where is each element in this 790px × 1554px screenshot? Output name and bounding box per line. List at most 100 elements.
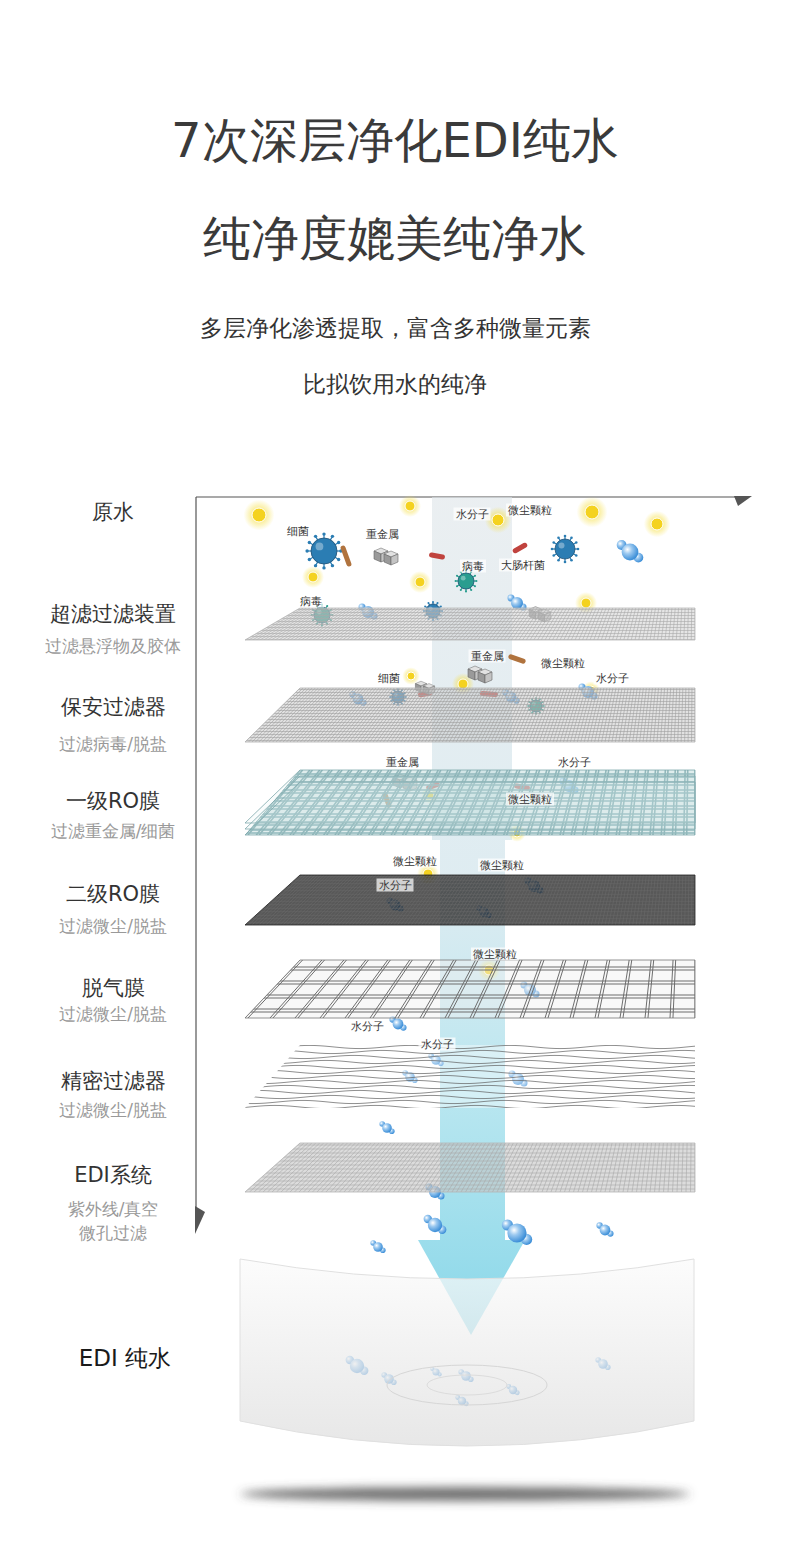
oxygen-atom (511, 597, 523, 609)
mesh-line (504, 608, 527, 640)
mesh-line (512, 688, 534, 742)
wave-line (240, 1050, 705, 1053)
mesh-line (560, 608, 577, 640)
virus-tip (570, 559, 573, 562)
mesh-line (240, 995, 705, 996)
mesh-line (432, 875, 464, 925)
water-ripple (387, 1365, 547, 1405)
mesh-line (685, 688, 686, 742)
oxygen-atom (507, 1223, 526, 1242)
page-subtitle: 多层净化渗透提取，富含多种微量元素 比拟饮用水的纯净 (170, 300, 620, 412)
mesh-line (259, 1143, 312, 1192)
mesh-line (328, 875, 373, 925)
mesh-line (480, 688, 506, 742)
dust-glow (409, 571, 431, 593)
virus-tip (577, 548, 580, 551)
mesh-line (595, 688, 607, 742)
virus-tip (564, 535, 567, 538)
mesh-line (508, 608, 531, 640)
mesh-line (678, 875, 680, 925)
mesh-line (575, 608, 590, 640)
water-molecule (389, 1016, 406, 1030)
mesh-line (529, 1143, 549, 1192)
dust-glow (644, 511, 670, 537)
stage-label: 原水 (92, 498, 134, 526)
mesh-line (316, 608, 362, 640)
mesh-line (317, 1143, 363, 1192)
mesh-line (298, 608, 347, 640)
layer-name: 脱气膜 (10, 974, 216, 1002)
virus-tip (331, 535, 334, 538)
mesh-line (515, 875, 537, 925)
mesh-line (446, 875, 476, 925)
mesh-line (595, 875, 607, 925)
mesh-line (414, 608, 448, 640)
particle-label: 水分子 (594, 672, 631, 685)
mesh-line (240, 719, 705, 720)
virus-tip (557, 536, 560, 539)
virus-tip (475, 580, 477, 582)
metal-cube (374, 548, 398, 565)
mesh-line (435, 875, 467, 925)
mesh-line (664, 1143, 668, 1192)
mesh-line (404, 688, 440, 742)
water-molecule (379, 1121, 394, 1134)
dust-particle (577, 497, 608, 528)
mesh-line (240, 1189, 705, 1190)
mesh-line (342, 688, 385, 742)
virus-tip (474, 575, 476, 577)
water-molecule (617, 540, 644, 562)
cube-left (478, 672, 485, 683)
mesh-line (588, 875, 601, 925)
dust-particle (409, 571, 431, 593)
mesh-line (524, 1143, 545, 1192)
mesh-line (691, 688, 692, 742)
wave-line (240, 1065, 705, 1068)
layer-description: 过滤微尘/脱盐 (10, 1002, 216, 1026)
mesh-line (474, 608, 501, 640)
mesh-line (461, 1143, 490, 1192)
virus-particle (455, 570, 478, 593)
mesh-line (565, 1143, 581, 1192)
mesh-line (569, 1143, 584, 1192)
filter-layer: 保安过滤器过滤病毒/脱盐 (0, 684, 710, 758)
filter-layer: 一级RO膜过滤重金属/细菌 (0, 766, 710, 845)
filter-layer: 精密过滤器过滤微尘/脱盐 (0, 1041, 710, 1124)
mesh-line (660, 688, 664, 742)
mesh-line (522, 688, 543, 742)
mesh-line (416, 1143, 450, 1192)
mesh-line (674, 688, 677, 742)
mesh-line (574, 1143, 589, 1192)
mesh-line (655, 1143, 660, 1192)
wave-line (240, 1105, 705, 1108)
mesh-line (384, 608, 422, 640)
virus-tip (575, 541, 578, 544)
mesh-line (252, 688, 306, 742)
mesh-line (637, 1143, 644, 1192)
dust-core (651, 518, 663, 530)
mesh-line (273, 875, 325, 925)
mesh-line (556, 608, 573, 640)
mesh-line (484, 875, 510, 925)
virus-tip (440, 605, 442, 607)
mesh-line (325, 875, 370, 925)
mesh-line (598, 960, 610, 1018)
mesh-line (643, 688, 649, 742)
filter-layer: EDI系统紫外线/真空 微孔过滤 (0, 1139, 710, 1247)
mesh-line (518, 875, 540, 925)
mesh-line (287, 688, 337, 742)
dust-particle (244, 500, 275, 531)
mesh-line (477, 875, 504, 925)
mesh-line (500, 608, 524, 640)
frame-wedge (734, 496, 752, 506)
frame-line (195, 497, 196, 1222)
mesh-line (567, 688, 583, 742)
mesh-line (345, 960, 388, 1018)
virus-tip (570, 536, 573, 539)
mesh-line (335, 608, 379, 640)
layer-description: 过滤微尘/脱盐 (10, 914, 216, 938)
bowl-shadow (240, 1487, 690, 1501)
dust-particle (402, 667, 420, 685)
mesh-line (463, 608, 491, 640)
mesh-line (325, 688, 370, 742)
